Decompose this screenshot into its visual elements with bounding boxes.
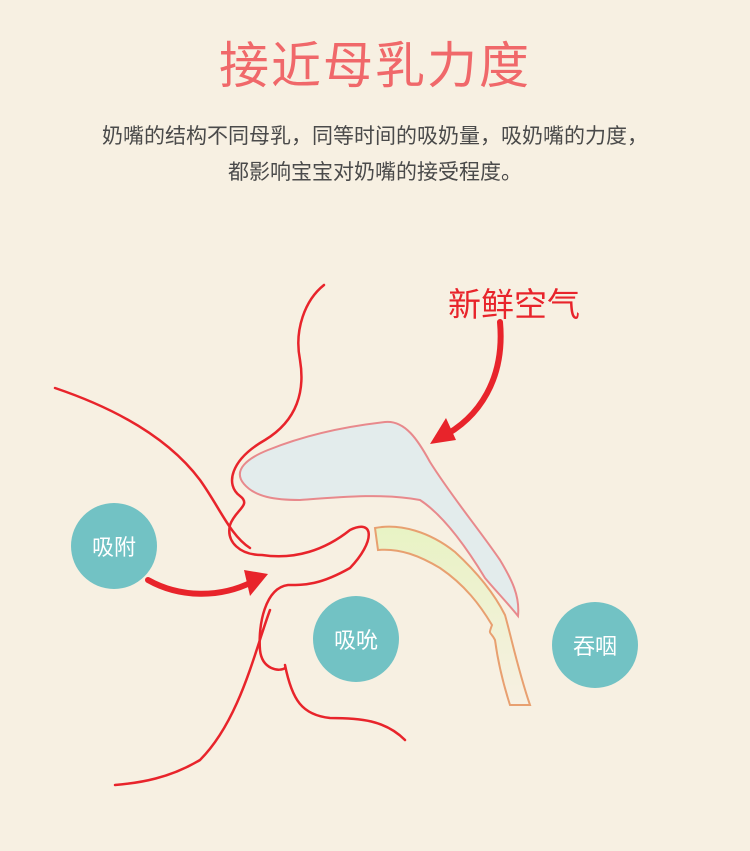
fresh-air-label: 新鲜空气 (448, 285, 580, 324)
description-line-2: 都影响宝宝对奶嘴的接受程度。 (228, 160, 522, 184)
cheek-line (53, 386, 252, 550)
swallow-badge: 吞咽 (552, 602, 638, 688)
description: 奶嘴的结构不同母乳，同等时间的吸奶量，吸奶嘴的力度， 都影响宝宝对奶嘴的接受程度… (0, 118, 750, 190)
tongue-channel-shape (373, 525, 532, 706)
page-title: 接近母乳力度 (219, 37, 531, 95)
description-line-1: 奶嘴的结构不同母乳，同等时间的吸奶量，吸奶嘴的力度， (102, 124, 648, 148)
attach-badge: 吸附 (71, 503, 157, 589)
neck-line (113, 608, 272, 787)
suck-badge: 吸吮 (313, 596, 399, 682)
air-arrow-head-icon (430, 418, 456, 444)
attach-arrow-icon (145, 577, 255, 597)
attach-arrow-head-icon (244, 570, 268, 596)
face-profile-upper (228, 283, 370, 671)
face-profile-lower (283, 663, 407, 742)
air-cavity-shape (238, 420, 520, 619)
air-arrow-icon (437, 319, 504, 441)
